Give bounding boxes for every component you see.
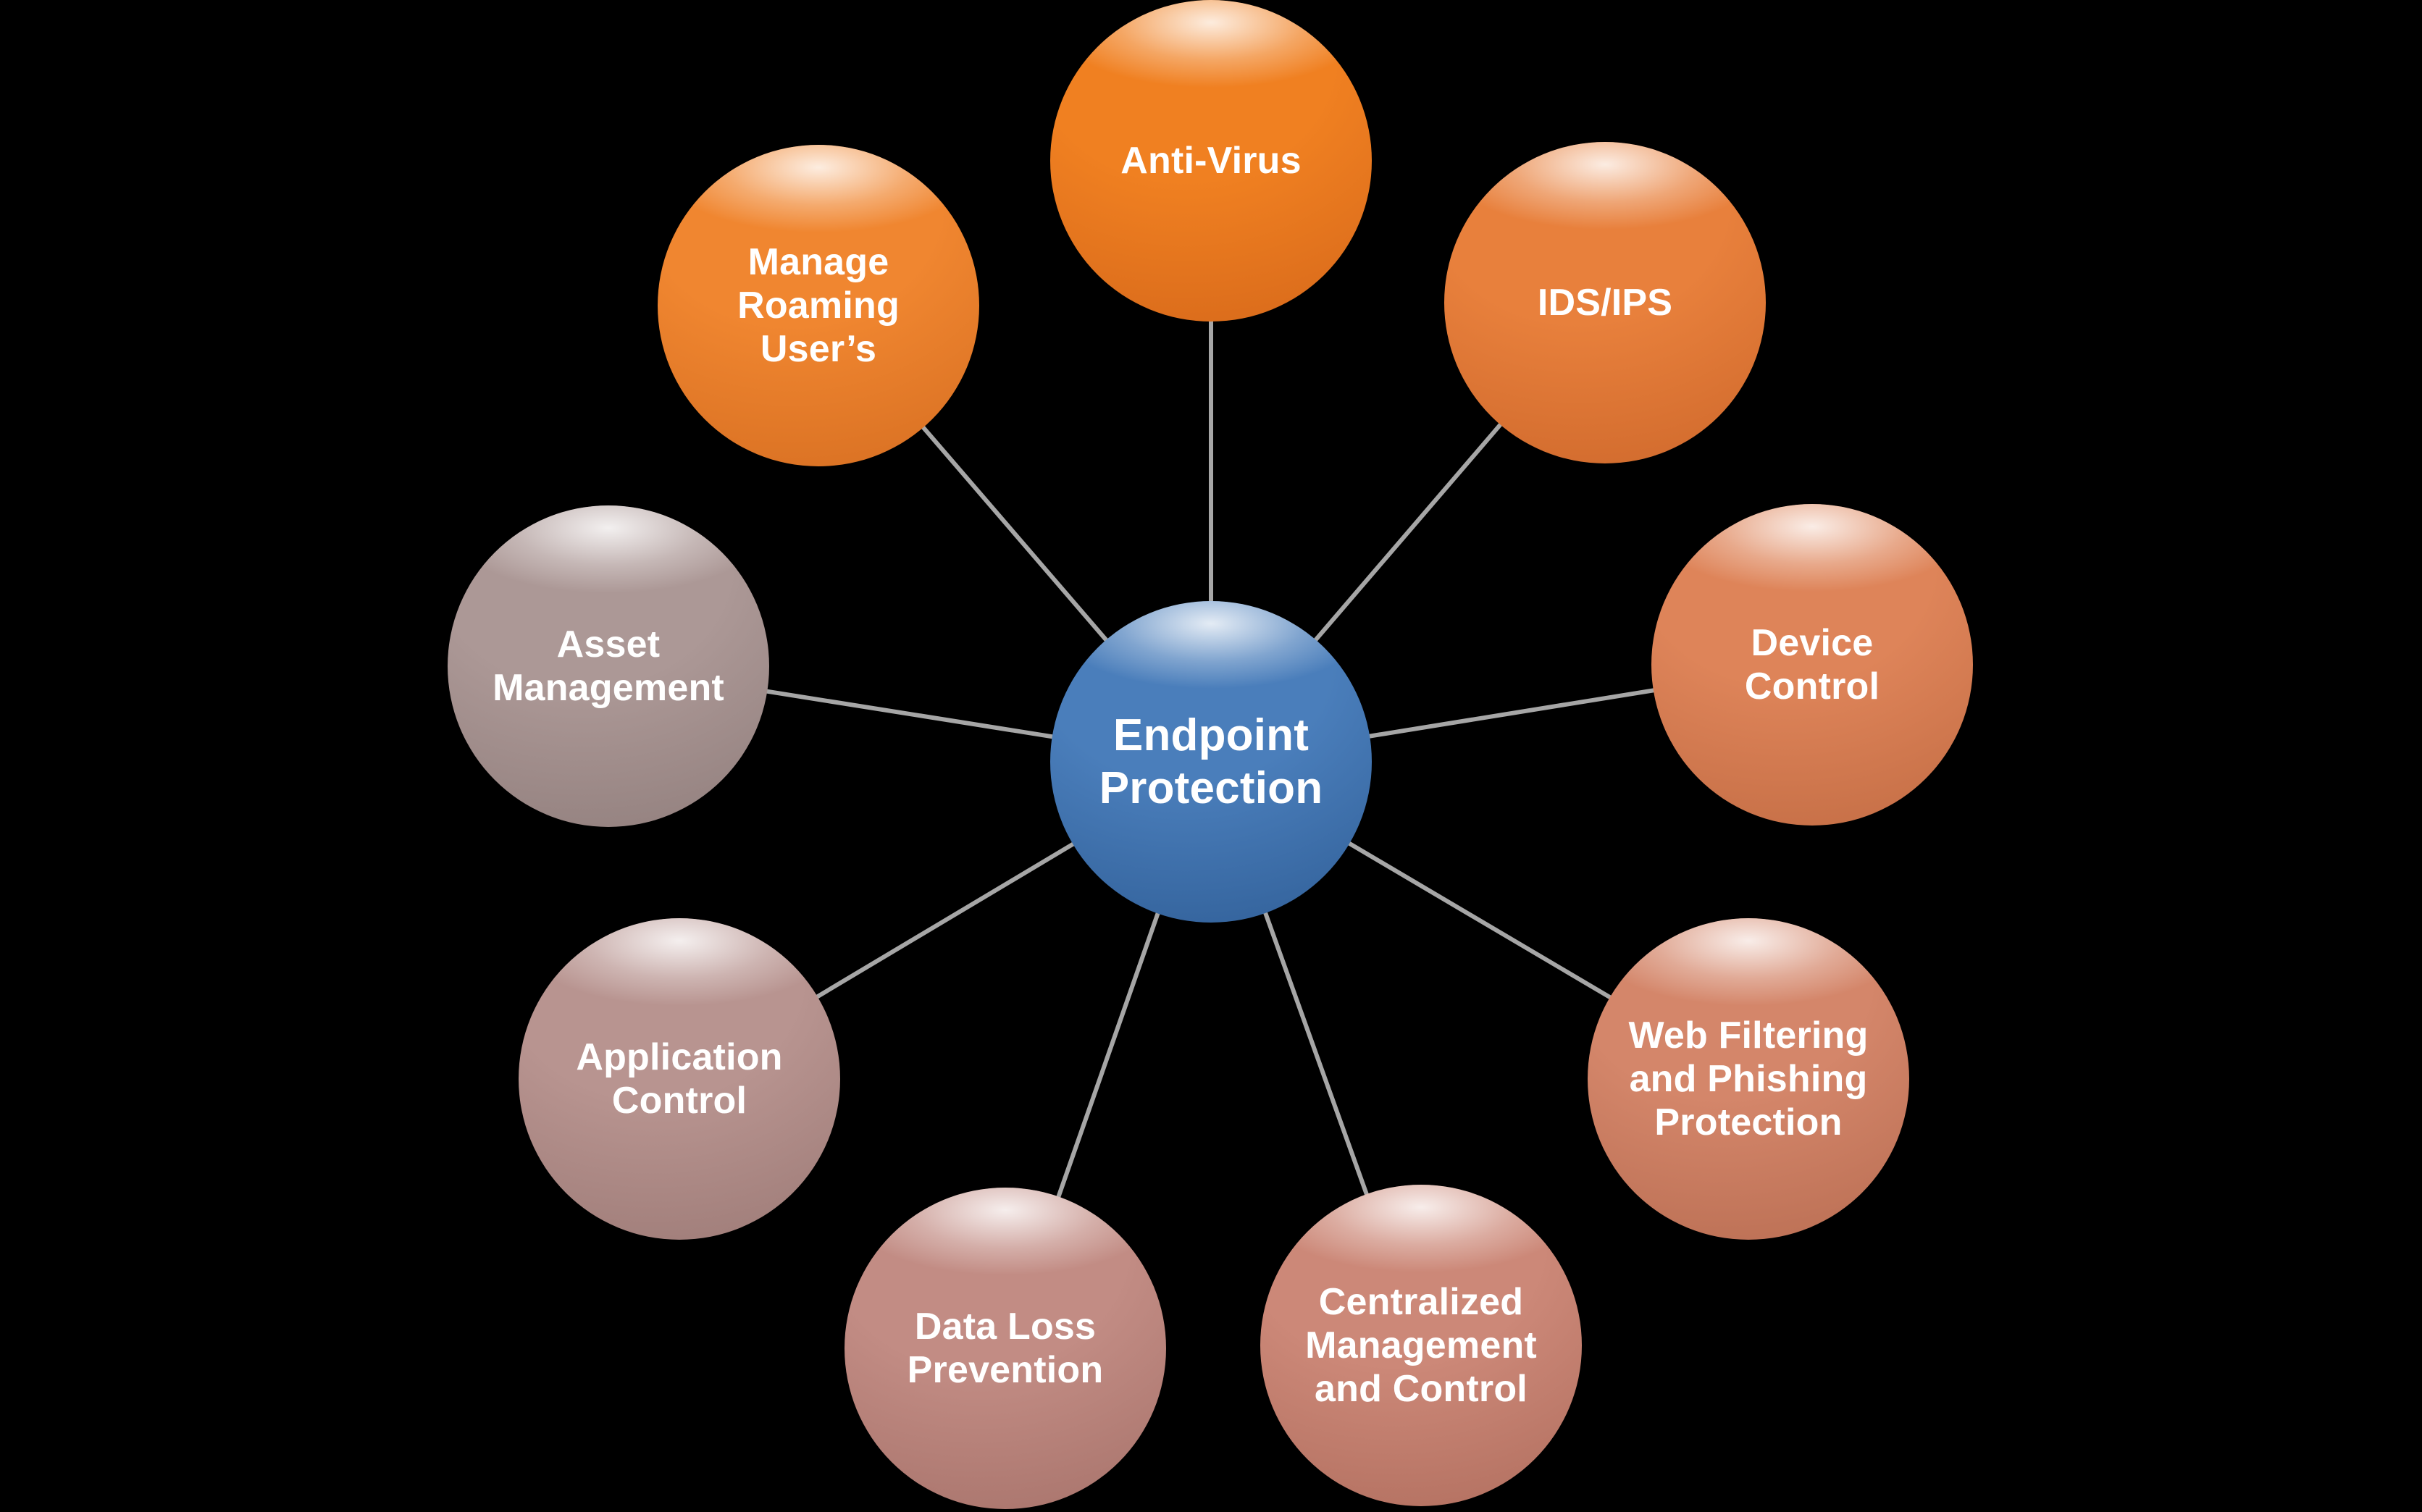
node-label-web-filtering: Web Filtering and Phishing Protection [1628,1014,1869,1144]
node-anti-virus[interactable]: Anti-Virus [1047,0,1375,325]
node-label-centralized-management: Centralized Management and Control [1305,1280,1537,1411]
connector-line-ids-ips [1312,422,1504,642]
node-label-device-control: Device Control [1744,621,1880,707]
node-manage-roaming-users[interactable]: Manage Roaming User’s [654,141,983,470]
node-label-data-loss-prevention: Data Loss Prevention [907,1305,1104,1391]
connector-line-asset-management [765,689,1055,739]
connector-line-manage-roaming-users [921,424,1109,643]
node-application-control[interactable]: Application Control [515,915,844,1243]
node-label-application-control: Application Control [576,1036,783,1122]
hub-node-endpoint-protection[interactable]: Endpoint Protection [1047,597,1375,926]
connector-line-data-loss-prevention [1055,911,1161,1199]
node-device-control[interactable]: Device Control [1648,500,1977,829]
node-data-loss-prevention[interactable]: Data Loss Prevention [841,1184,1170,1512]
node-label-asset-management: Asset Management [493,623,724,709]
hub-label: Endpoint Protection [1099,710,1323,813]
node-web-filtering[interactable]: Web Filtering and Phishing Protection [1584,915,1913,1243]
node-label-anti-virus: Anti-Virus [1120,139,1302,182]
node-ids-ips[interactable]: IDS/IPS [1441,138,1769,467]
node-label-ids-ips: IDS/IPS [1537,281,1673,324]
node-label-manage-roaming-users: Manage Roaming User’s [737,240,900,371]
node-asset-management[interactable]: Asset Management [444,502,773,831]
connector-line-centralized-management [1262,910,1370,1197]
connector-line-web-filtering [1346,841,1613,1000]
connector-line-application-control [815,841,1076,999]
node-centralized-management[interactable]: Centralized Management and Control [1257,1181,1585,1510]
connector-line-device-control [1367,688,1656,739]
